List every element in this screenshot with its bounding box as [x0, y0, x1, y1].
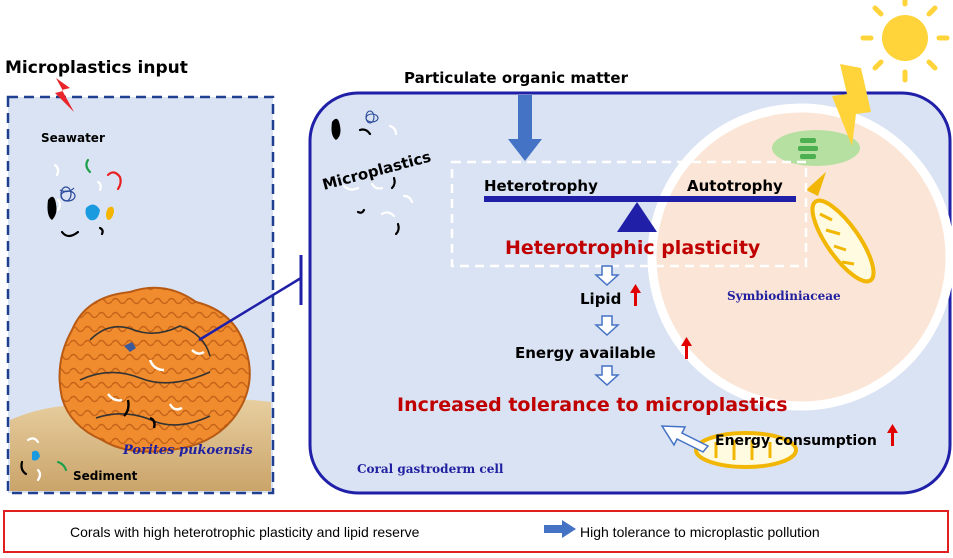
summary-right-text: High tolerance to microplastic pollution	[580, 524, 820, 540]
cell-microplastics	[342, 124, 414, 236]
heterotrophy-label: Heterotrophy	[484, 177, 598, 195]
down-arrow-1	[594, 265, 620, 287]
energy-available-label: Energy available	[515, 344, 656, 362]
autotrophy-label: Autotrophy	[687, 177, 783, 195]
increased-tolerance-label: Increased tolerance to microplastics	[397, 394, 788, 416]
fiber-tangle-icon	[59, 186, 76, 202]
cell-label: Coral gastroderm cell	[357, 462, 504, 476]
symbiodiniaceae-cell	[647, 103, 953, 411]
summary-left-text: Corals with high heterotrophic plasticit…	[70, 524, 420, 540]
cell-black-fragment-icon	[331, 118, 341, 140]
sediment-microplastics	[20, 437, 68, 482]
lightning-input-icon	[55, 78, 74, 112]
sediment-label: Sediment	[73, 469, 138, 483]
blue-fragment-icon	[85, 204, 100, 221]
energy-available-increase-arrow-icon	[681, 337, 692, 359]
sediment-blue-fragment-icon	[32, 450, 40, 461]
down-arrow-2	[594, 315, 620, 337]
sunlight-arrow-head	[806, 172, 826, 196]
down-arrow-3	[594, 365, 620, 387]
mitochondrion-cell-icon	[694, 431, 798, 469]
mitochondrion-symbiont-icon	[810, 198, 876, 284]
seawater-microplastics	[53, 158, 122, 238]
yellow-fragment-icon	[106, 206, 114, 220]
particulate-organic-matter-label: Particulate organic matter	[404, 69, 629, 87]
particulate-organic-matter-arrow	[508, 95, 542, 161]
microplastics-input-label: Microplastics input	[5, 58, 188, 78]
sunlight-bolt-icon	[832, 64, 871, 146]
energy-consumption-increase-arrow-icon	[887, 424, 898, 446]
cell-fiber-tangle-icon	[365, 110, 379, 124]
energy-consumption-arrow	[660, 425, 710, 453]
black-fragment-icon	[47, 196, 57, 220]
species-label: Porites pukoensis	[122, 443, 253, 458]
energy-consumption-label: Energy consumption	[715, 433, 877, 449]
thylakoid-icon	[798, 138, 818, 159]
seawater-label: Seawater	[41, 131, 105, 145]
sun-icon	[860, 0, 950, 83]
balance-beam	[484, 196, 796, 202]
summary-arrow-icon	[544, 520, 576, 538]
summary-box	[3, 510, 949, 553]
zoom-connector-line	[198, 276, 302, 342]
coral-colony	[58, 286, 251, 453]
balance-fulcrum-icon	[617, 202, 657, 232]
symbiodiniaceae-label: Symbiodiniaceae	[727, 289, 841, 303]
lipid-increase-arrow-icon	[630, 284, 641, 306]
lipid-label: Lipid	[580, 290, 621, 308]
balance-box	[450, 160, 808, 268]
heterotrophic-plasticity-label: Heterotrophic plasticity	[505, 237, 761, 259]
